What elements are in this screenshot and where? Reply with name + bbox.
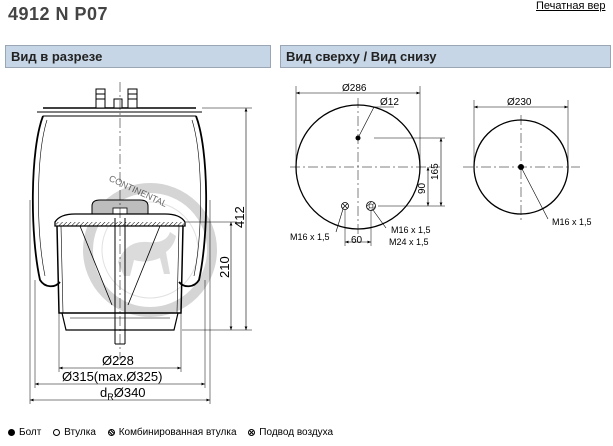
air-inlet-icon (248, 429, 256, 436)
dim-dr-subscript: R (107, 392, 114, 402)
dim-offset-60: 60 (351, 235, 363, 246)
dim-height-210: 210 (217, 256, 232, 278)
thread-right-m16: M16 x 1,5 (391, 225, 431, 235)
bushing-icon (53, 429, 61, 436)
cross-section-drawing: CONTINENTAL (29, 82, 252, 404)
air-inlet-right (366, 201, 376, 211)
top-view-drawing: Ø286 Ø12 165 90 60 M16 x 1,5 M16 x 1 (290, 83, 445, 247)
bolt-icon (8, 429, 15, 436)
legend-bolt-label: Болт (19, 427, 42, 438)
dim-offset-165: 165 (430, 163, 441, 180)
legend-air: Подвод воздуха (248, 427, 333, 438)
legend-bushing-label: Втулка (64, 427, 96, 438)
top-studs (95, 88, 138, 109)
thread-bottom-m16: M16 x 1,5 (552, 217, 592, 227)
combined-bushing-icon (107, 429, 115, 436)
dim-diameter-228: Ø228 (102, 353, 134, 368)
bottom-view-drawing: Ø230 M16 x 1,5 (463, 97, 592, 227)
thread-right-m24: M24 x 1,5 (389, 237, 429, 247)
product-title: 4912 N P07 (8, 4, 109, 24)
dim-dr-340: dRØ340 (100, 385, 146, 402)
top-bottom-view-header: Вид сверху / Вид снизу (280, 45, 611, 68)
dim-dr-value: Ø340 (114, 385, 146, 400)
legend-combined-label: Комбинированная втулка (118, 427, 237, 438)
legend: Болт Втулка Комбинированная втулка Подво… (8, 427, 342, 439)
dim-bottom-diameter-230: Ø230 (507, 97, 532, 108)
thread-left-m16: M16 x 1,5 (290, 232, 330, 242)
dim-top-diameter-286: Ø286 (342, 83, 367, 94)
dim-dr-prefix: d (100, 385, 107, 400)
dim-hole-12: Ø12 (380, 97, 399, 108)
legend-combined: Комбинированная втулка (107, 427, 237, 438)
combined-bushing-left (341, 202, 349, 210)
legend-bolt: Болт (8, 427, 41, 438)
print-version-link[interactable]: Печатная вер (536, 0, 606, 12)
legend-bushing: Втулка (53, 427, 96, 438)
dim-offset-90: 90 (417, 182, 428, 194)
dim-height-412: 412 (232, 206, 247, 228)
legend-air-label: Подвод воздуха (259, 427, 334, 438)
section-view-header: Вид в разрезе (5, 45, 271, 68)
dim-diameter-315: Ø315(max.Ø325) (62, 369, 162, 384)
